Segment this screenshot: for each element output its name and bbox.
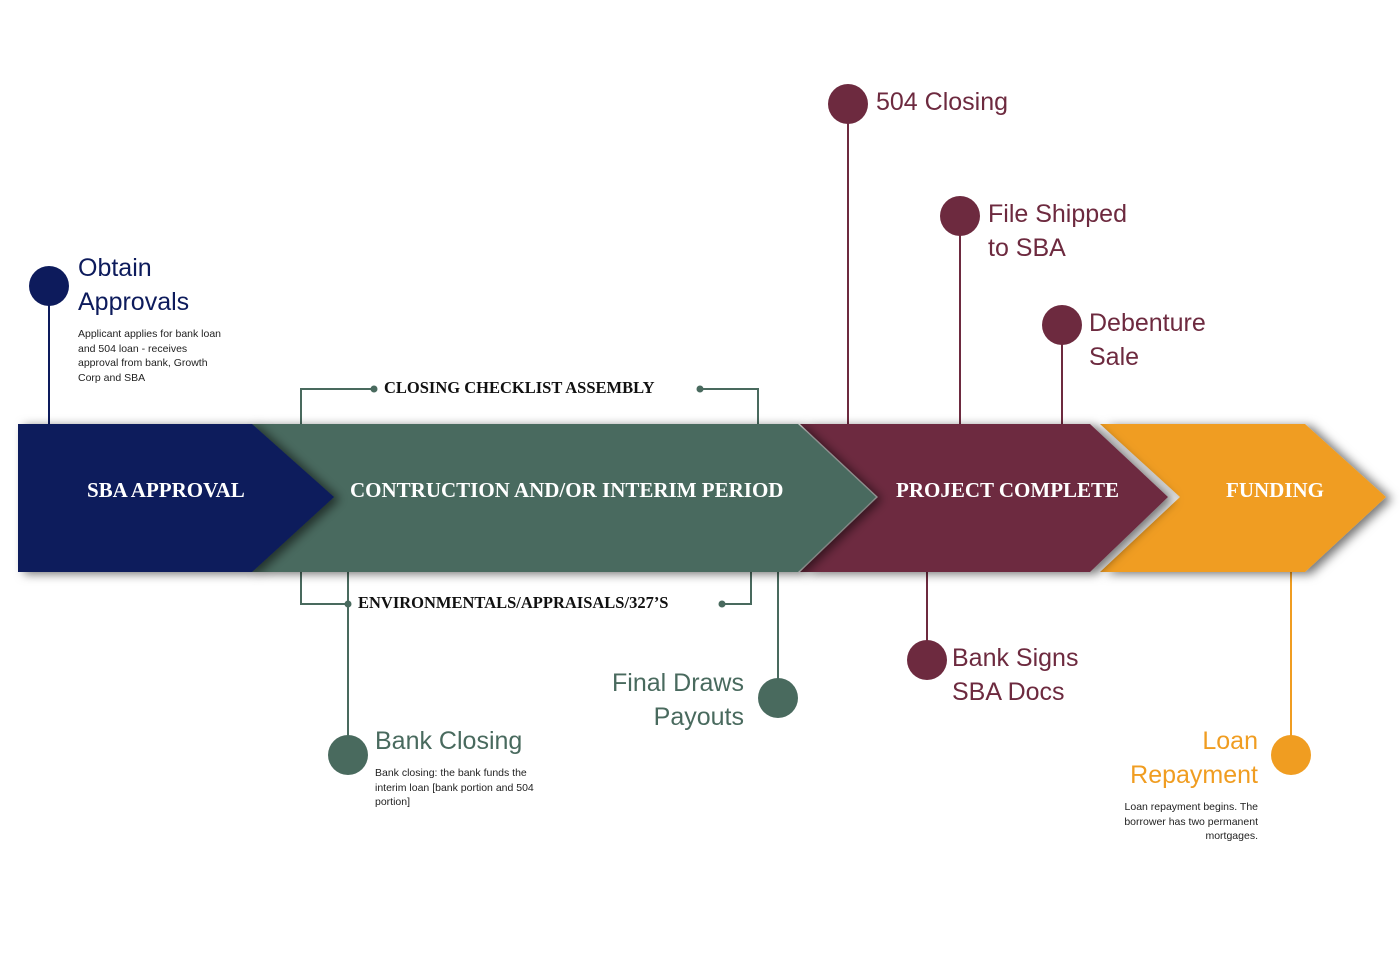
final-draws-marker [758,678,798,718]
bracket-dot [718,600,726,608]
stage-label-project-complete: PROJECT COMPLETE [896,478,1120,502]
arrow-project-complete [800,424,1168,572]
debenture-sale-marker [1042,305,1082,345]
stage-label-funding: FUNDING [1226,478,1324,502]
bank-closing-title: Bank Closing [375,727,523,755]
loan-repayment-title: Loan Repayment [1130,727,1258,789]
closing-checklist-bracket [300,388,759,424]
arrow-funding [1100,424,1386,572]
bracket-dot [344,600,352,608]
obtain-approvals-description: Applicant applies for bank loan and 504 … [78,328,222,384]
final-draws-title: Final Draws Payouts [612,669,744,731]
file-shipped-marker [940,196,980,236]
bank-closing-description: Bank closing: the bank funds the interim… [375,767,534,808]
arrow-construction [250,424,876,572]
bank-signs-title: Bank Signs SBA Docs [952,644,1079,706]
obtain-approvals-marker [29,266,69,306]
bracket-dot [696,385,704,393]
arrow-sba-approval [18,424,334,572]
loan-repayment-marker [1271,735,1311,775]
stage-label-sba-approval: SBA APPROVAL [87,478,245,502]
504-closing-marker [828,84,868,124]
environmentals-bracket [300,572,752,605]
obtain-approvals-title: Obtain Approvals [78,254,190,316]
504-closing-title: 504 Closing [876,88,1009,116]
environmentals-label: ENVIRONMENTALS/APPRAISALS/327’S [356,593,671,613]
loan-repayment-description: Loan repayment begins. The borrower has … [1124,801,1258,842]
debenture-sale-title: Debenture Sale [1089,309,1206,371]
bracket-dot [370,385,378,393]
bank-closing-marker [328,735,368,775]
stage-label-construction: CONTRUCTION AND/OR INTERIM PERIOD [350,478,784,502]
bank-signs-marker [907,640,947,680]
file-shipped-title: File Shipped to SBA [988,200,1127,262]
milestone-markers [29,84,1311,775]
closing-checklist-label: CLOSING CHECKLIST ASSEMBLY [382,378,657,398]
